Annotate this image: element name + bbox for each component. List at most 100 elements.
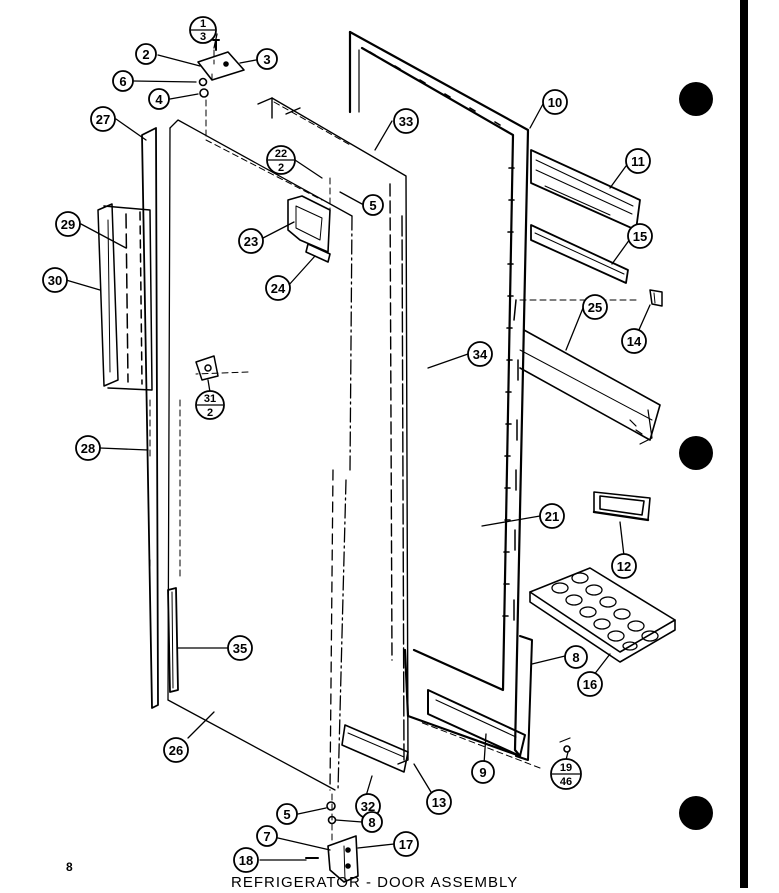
binding-hole-dot xyxy=(679,82,713,116)
callout-number: 21 xyxy=(545,509,559,524)
callout-number: 5 xyxy=(369,198,376,213)
callout-c29: 29 xyxy=(55,211,81,237)
callout-number: 27 xyxy=(96,112,110,127)
door-edge-strip xyxy=(141,127,179,709)
callout-number: 14 xyxy=(627,334,642,349)
page-number: 8 xyxy=(66,860,73,874)
callout-c24: 24 xyxy=(265,275,291,301)
callout-number: 3 xyxy=(200,31,206,43)
callout-c6: 6 xyxy=(112,70,134,92)
callout-c21: 21 xyxy=(539,503,565,529)
bottom-trim xyxy=(341,724,409,773)
callout-number: 25 xyxy=(588,300,602,315)
door-shelf-bar xyxy=(519,329,661,445)
callout-c8a: 8 xyxy=(564,645,588,669)
callout-c12: 12 xyxy=(611,553,637,579)
binding-edge-bar xyxy=(740,0,748,888)
figure-caption: REFRIGERATOR - DOOR ASSEMBLY xyxy=(231,874,519,891)
callout-c26: 26 xyxy=(163,737,189,763)
egg-cups xyxy=(551,572,659,651)
callout-c33: 33 xyxy=(393,108,419,134)
callout-c7: 7 xyxy=(256,825,278,847)
gasket-bottom xyxy=(427,635,533,761)
leader-lines xyxy=(65,33,651,861)
callout-number: 22 xyxy=(275,148,287,160)
callout-number: 32 xyxy=(361,799,375,814)
callout-c10: 10 xyxy=(542,89,568,115)
callout-number: 35 xyxy=(233,641,247,656)
callout-c31_2: 31 2 xyxy=(195,390,225,420)
callout-number: 4 xyxy=(155,92,163,107)
callout-c8b: 8 xyxy=(361,811,383,833)
callout-c9: 9 xyxy=(471,760,495,784)
callout-c5a: 5 xyxy=(362,194,384,216)
callout-c16: 16 xyxy=(577,671,603,697)
callout-c3: 3 xyxy=(256,48,278,70)
outer-door-panel xyxy=(167,119,353,791)
callout-c17: 17 xyxy=(393,831,419,857)
inner-panel xyxy=(257,97,409,765)
cam-block xyxy=(287,195,331,263)
callout-c5b: 5 xyxy=(276,803,298,825)
callout-number: 23 xyxy=(244,234,258,249)
callout-number: 15 xyxy=(633,229,647,244)
callout-c1_3: 1 3 xyxy=(189,16,217,44)
callout-number: 2 xyxy=(207,407,213,419)
callout-c13: 13 xyxy=(426,789,452,815)
callout-number: 2 xyxy=(142,47,149,62)
callout-number: 26 xyxy=(169,743,183,758)
callout-number: 19 xyxy=(560,762,572,774)
callout-c25: 25 xyxy=(582,294,608,320)
callout-number: 30 xyxy=(48,273,62,288)
callout-number: 31 xyxy=(204,393,216,405)
callout-c15: 15 xyxy=(627,223,653,249)
callout-c14: 14 xyxy=(621,328,647,354)
callout-c11: 11 xyxy=(625,148,651,174)
callout-c2: 2 xyxy=(135,43,157,65)
callout-number: 17 xyxy=(399,837,413,852)
callout-number: 24 xyxy=(271,281,286,296)
binding-hole-dot xyxy=(679,796,713,830)
callout-c19_46: 19 46 xyxy=(550,758,582,790)
shelf-rail-lower xyxy=(530,224,629,284)
door-liner-frame xyxy=(348,30,530,758)
callout-number: 5 xyxy=(283,807,290,822)
callout-number: 33 xyxy=(399,114,413,129)
callout-c18: 18 xyxy=(233,847,259,873)
callout-number: 28 xyxy=(81,441,95,456)
callout-number: 10 xyxy=(548,95,562,110)
callout-number: 34 xyxy=(473,347,488,362)
cam-detent xyxy=(195,355,219,381)
screw-part xyxy=(559,737,571,753)
callout-c27: 27 xyxy=(90,106,116,132)
butter-cover xyxy=(592,491,651,522)
upper-hinge xyxy=(197,39,245,98)
callout-number: 3 xyxy=(263,52,270,67)
callout-number: 46 xyxy=(560,776,572,788)
clip-part xyxy=(649,289,663,307)
callout-number: 13 xyxy=(432,795,446,810)
callout-number: 9 xyxy=(479,765,486,780)
callout-number: 7 xyxy=(263,829,270,844)
callout-c23: 23 xyxy=(238,228,264,254)
binding-hole-dot xyxy=(679,436,713,470)
callout-number: 1 xyxy=(200,18,206,30)
assembly-lines xyxy=(149,49,641,841)
callout-c22_2: 22 2 xyxy=(266,145,296,175)
callout-number: 8 xyxy=(368,815,375,830)
callout-c4: 4 xyxy=(148,88,170,110)
egg-tray xyxy=(529,567,676,663)
liner-notches xyxy=(369,51,515,617)
callout-number: 12 xyxy=(617,559,631,574)
callout-number: 6 xyxy=(119,74,126,89)
callout-number: 8 xyxy=(572,650,579,665)
callout-number: 29 xyxy=(61,217,75,232)
callout-number: 16 xyxy=(583,677,597,692)
callout-number: 18 xyxy=(239,853,253,868)
handle-assembly xyxy=(97,203,153,391)
callout-c28: 28 xyxy=(75,435,101,461)
shelf-rail-upper xyxy=(530,149,641,231)
callout-c34: 34 xyxy=(467,341,493,367)
